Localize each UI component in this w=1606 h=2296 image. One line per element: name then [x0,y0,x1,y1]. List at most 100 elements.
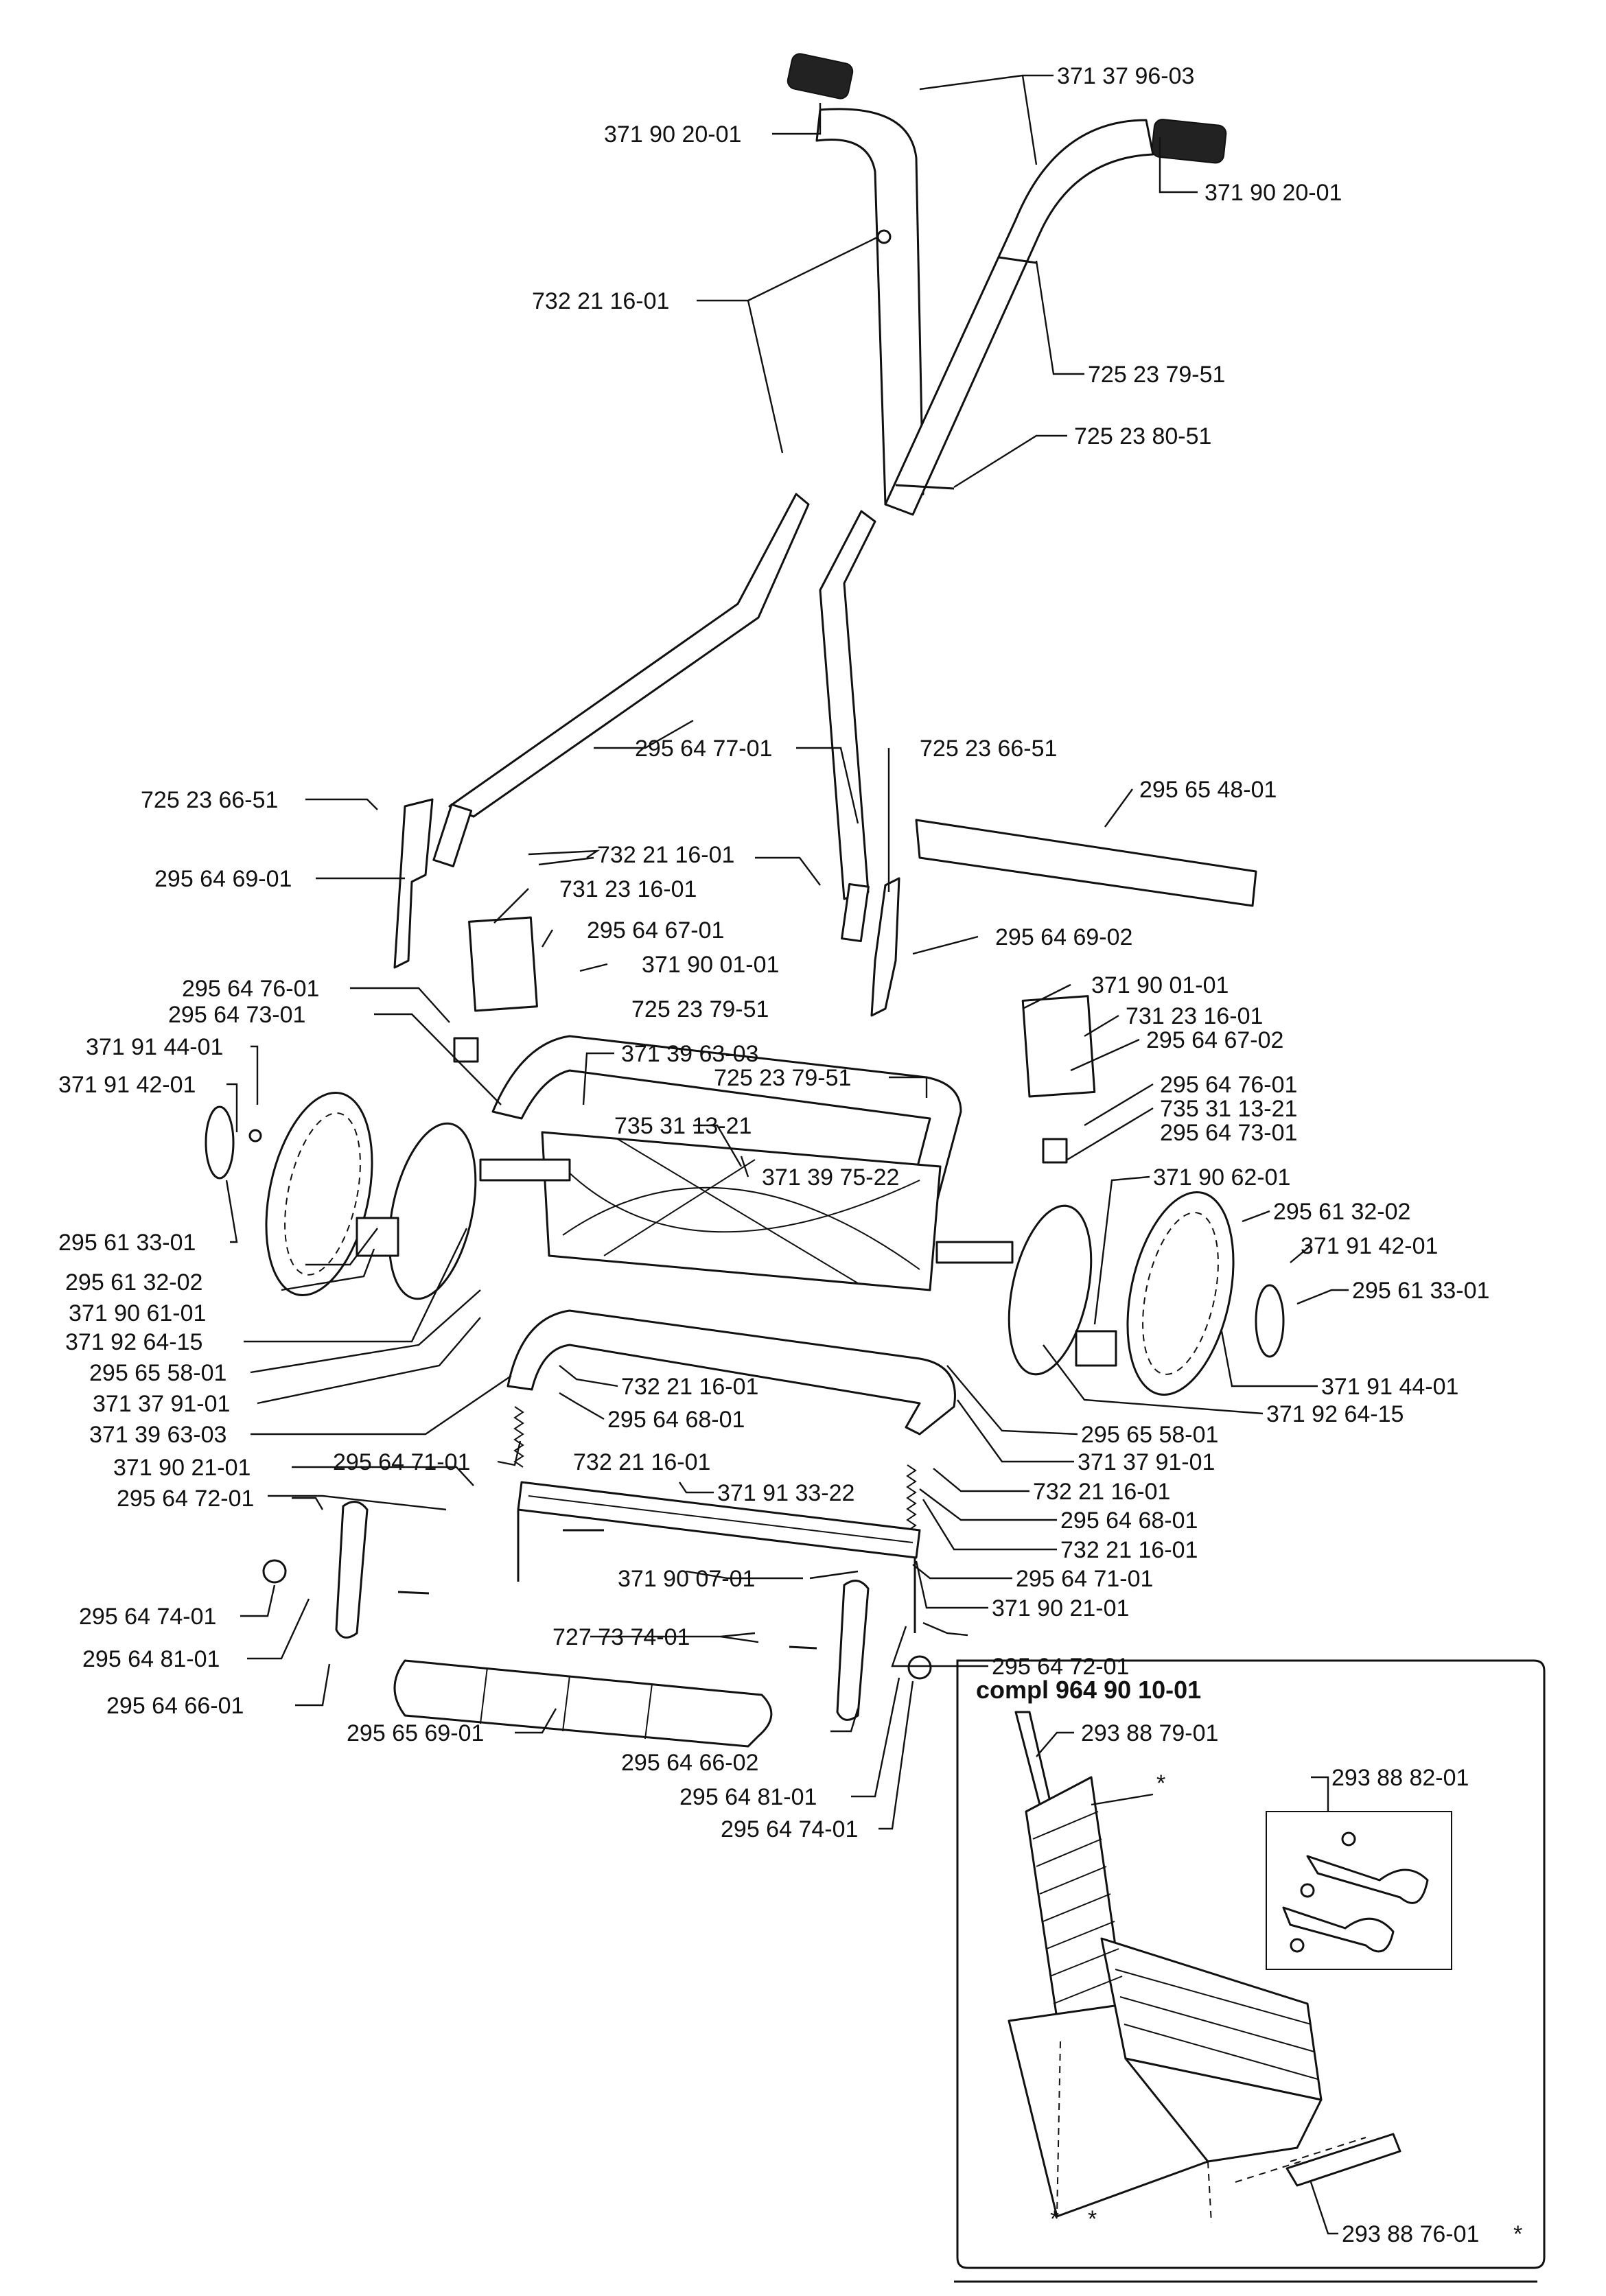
handle-bar-upper-left [815,108,924,506]
hook-screw-1 [1341,1831,1356,1847]
leader-lines [225,74,1349,1830]
reel-blade [541,1131,942,1291]
wheel-tire-left [265,1092,373,1296]
gear-left [356,1217,399,1257]
catcher-floor [1124,2057,1323,2163]
handle-bracket-right [841,882,870,943]
label-l44: 371 92 64-15 [1266,1401,1404,1427]
label-l05: 725 23 79-51 [1088,362,1225,388]
label-l50: 371 37 91-01 [1078,1449,1215,1475]
rear-roller [393,1659,773,1748]
roller-seg-2 [562,1675,570,1732]
inset-title: compl 964 90 10-01 [976,1676,1201,1704]
spring-right [906,1464,917,1537]
label-l03: 371 90 20-01 [1204,180,1342,206]
catcher-back-ribs [1115,1969,1318,2080]
reel-spiral [562,1138,920,1284]
grip-right [1151,119,1227,164]
label-l06: 725 23 80-51 [1074,423,1211,449]
label-l63: 295 64 81-01 [82,1646,220,1672]
inset-frame [956,1659,1546,2269]
label-l62: 295 64 72-01 [992,1654,1129,1680]
inset-leader-star-top [1091,1793,1154,1806]
label-l31: 371 39 75-22 [762,1164,899,1191]
label-l23: 371 91 44-01 [86,1034,223,1060]
label-l19: 731 23 16-01 [1126,1003,1263,1029]
label-l67: 295 64 81-01 [679,1784,817,1810]
bushing-right [1042,1138,1068,1164]
label-l25: 371 91 42-01 [58,1072,196,1098]
label-l13: 731 23 16-01 [559,876,697,902]
handle-bracket-left [432,803,473,867]
label-l52: 371 91 33-22 [717,1480,854,1506]
label-l09: 725 23 66-51 [141,787,278,813]
bolt-handle-mid [895,484,955,490]
inset-leader-b [1311,1776,1329,1812]
hook-screw-3 [1290,1938,1305,1953]
bed-knife-edge [528,1495,913,1543]
label-l49: 732 21 16-01 [573,1449,710,1475]
inset-label-c: 293 88 76-01 [1342,2221,1479,2247]
label-l11: 732 21 16-01 [597,842,734,868]
label-l46: 295 64 68-01 [607,1407,745,1433]
label-l48: 295 64 71-01 [333,1449,470,1475]
hook-detail-top [1306,1855,1429,1904]
label-l10: 295 65 48-01 [1139,777,1277,803]
bolt-handle-top [998,256,1037,264]
height-arm-left [335,1501,369,1639]
label-l01: 371 37 96-03 [1057,63,1194,89]
label-l43: 732 21 16-01 [621,1374,758,1400]
label-l29: 735 31 13-21 [614,1113,752,1139]
label-l15: 295 64 69-02 [995,924,1132,950]
inset-grass-catcher: compl 964 90 10-01 293 88 79-01 293 88 8… [954,1659,1546,2283]
label-l33: 295 61 33-01 [58,1230,196,1256]
wheel-hub-left [388,1122,477,1300]
inset-asterisk-bottom-mid: * [1088,2206,1097,2232]
ring-right [1255,1284,1285,1358]
handle-bar-upper-right [884,119,1154,516]
label-l61: 727 73 74-01 [552,1624,690,1650]
inset-leader-c [1310,2181,1338,2235]
label-l12: 295 64 69-01 [154,866,292,892]
label-l07: 295 64 77-01 [635,736,772,762]
label-l56: 732 21 16-01 [1060,1537,1198,1563]
side-plate-right [870,877,900,1017]
axle-left [479,1158,571,1182]
label-l02: 371 90 20-01 [604,121,741,148]
label-l66: 295 64 66-02 [621,1750,758,1776]
label-l39: 371 92 64-15 [65,1329,202,1355]
label-l51: 371 90 21-01 [113,1455,251,1481]
hook-detail-bottom [1282,1906,1395,1953]
label-l17: 371 90 01-01 [1091,972,1229,998]
label-l34: 295 61 32-02 [1273,1199,1410,1225]
side-plate-left [393,798,434,969]
washer-left [248,1129,262,1143]
inset-label-a: 293 88 79-01 [1081,1720,1218,1746]
label-l14: 295 64 67-01 [587,917,724,944]
label-l36: 371 91 42-01 [1301,1233,1438,1259]
knob-left [262,1559,287,1584]
ring-left [205,1105,235,1180]
label-l24: 371 39 63-03 [621,1041,758,1067]
bracket-plate-right [1021,995,1096,1098]
part-labels: 371 37 96-03 371 90 20-01 371 90 20-01 7… [58,63,1489,1842]
label-l38: 295 61 33-01 [1352,1278,1489,1304]
label-l45: 371 39 63-03 [89,1422,226,1448]
inset-label-b: 293 88 82-01 [1331,1765,1469,1791]
wheel-tire-right-inner [1142,1212,1219,1375]
height-arm-right [836,1580,870,1721]
label-l59: 295 64 74-01 [79,1604,216,1630]
label-l20: 295 64 73-01 [168,1002,305,1028]
bracket-plate-left [468,916,538,1012]
label-l64: 295 64 66-01 [106,1693,244,1719]
handle-tube-lower-right [819,510,876,900]
catcher-handle [1014,1711,1051,1806]
label-l28: 735 31 13-21 [1160,1096,1297,1122]
label-l35: 295 61 32-02 [65,1269,202,1296]
label-l54: 295 64 72-01 [117,1486,254,1512]
rear-deflector [915,819,1257,907]
bolt-roller-right [789,1645,817,1650]
grip-left [787,53,854,99]
label-l57: 371 90 07-01 [618,1566,755,1592]
label-l22: 295 64 67-02 [1146,1027,1283,1053]
